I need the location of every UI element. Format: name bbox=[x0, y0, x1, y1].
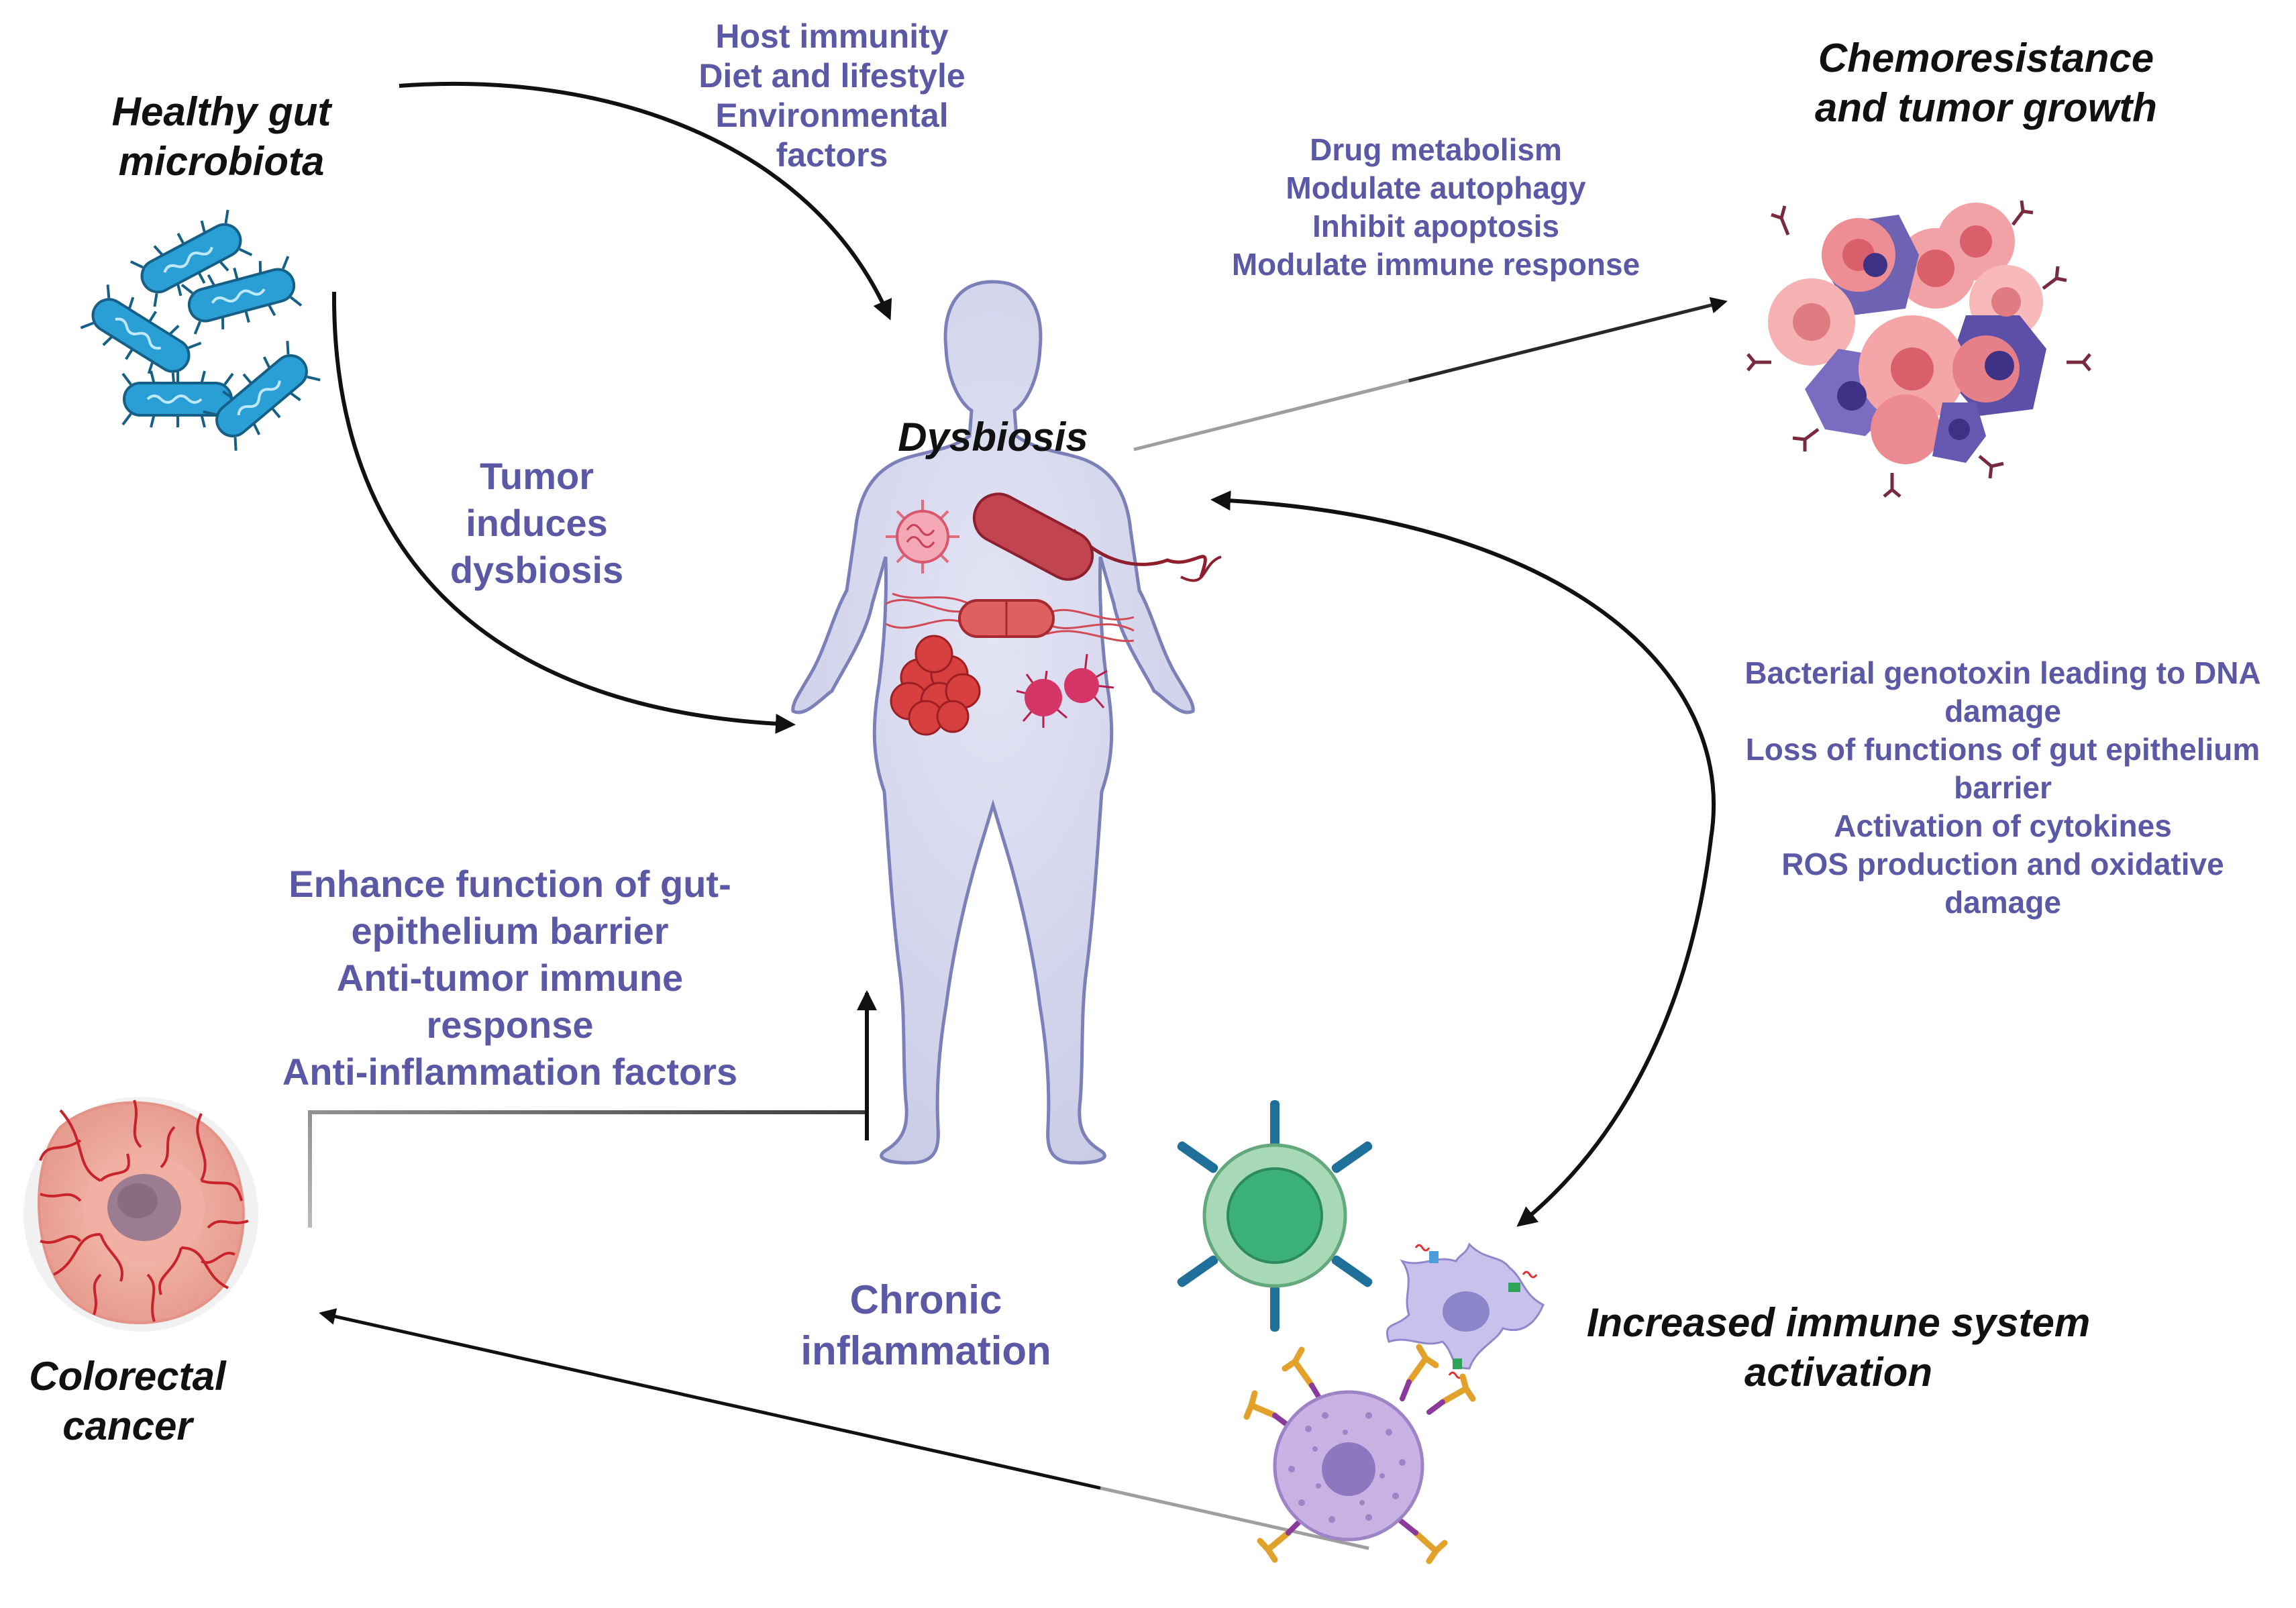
drug-effects-label: Drug metabolism Modulate autophagy Inhib… bbox=[1231, 132, 1640, 282]
t-cell-icon bbox=[1177, 1100, 1373, 1332]
virus-icon bbox=[886, 500, 959, 574]
colorectal-cancer-title: Colorectal cancer bbox=[29, 1354, 226, 1448]
genotoxin-effects-label: Bacterial genotoxin leading to DNA damag… bbox=[1744, 655, 2261, 920]
bacteria-icon bbox=[80, 209, 321, 451]
arrow-dysbiosis-immune-bidirectional bbox=[1210, 490, 1716, 1227]
tumor-induces-dysbiosis-label: Tumor induces dysbiosis bbox=[450, 455, 624, 591]
cocci-cluster-icon bbox=[890, 635, 981, 736]
spiky-microbe-icon bbox=[1016, 653, 1114, 728]
human-body-icon bbox=[791, 280, 1195, 1165]
dendritic-cell-icon bbox=[1386, 1242, 1545, 1379]
flagellated-bacterium-icon bbox=[885, 592, 1135, 643]
healthy-gut-microbiota-title: Healthy gut microbiota bbox=[111, 89, 331, 184]
b-cell-icon bbox=[1243, 1344, 1476, 1564]
colorectal-tumor-icon bbox=[23, 1097, 258, 1332]
dysbiosis-title: Dysbiosis bbox=[898, 415, 1088, 460]
chronic-inflammation-label: Chronic inflammation bbox=[800, 1277, 1051, 1373]
enhance-barrier-label: Enhance function of gut- epithelium barr… bbox=[282, 863, 738, 1093]
chemoresistance-title: Chemoresistance and tumor growth bbox=[1815, 36, 2157, 130]
arrow-healthy-to-dysbiosis bbox=[399, 81, 892, 321]
immune-activation-title: Increased immune system activation bbox=[1586, 1300, 2091, 1395]
rod-bacterium-icon bbox=[972, 492, 1222, 582]
host-factors-label: Host immunity Diet and lifestyle Environ… bbox=[698, 17, 966, 174]
tumor-cluster-icon bbox=[1746, 200, 2091, 498]
arrow-tumor-induces-dysbiosis bbox=[331, 291, 796, 734]
